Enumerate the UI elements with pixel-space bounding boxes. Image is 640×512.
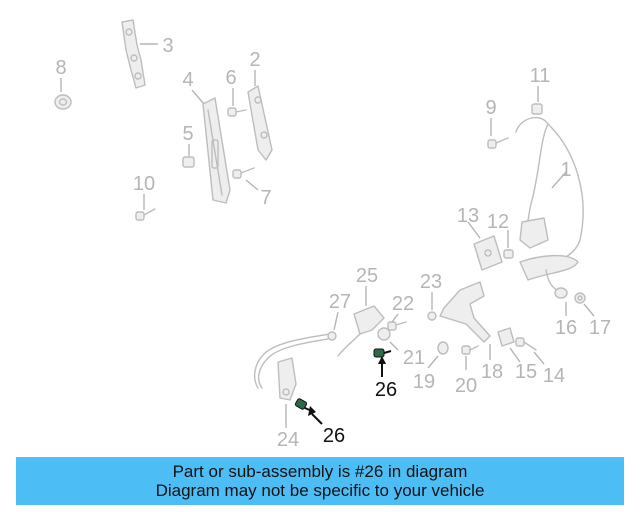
- callout-1: 1: [560, 159, 571, 181]
- banner-line-2: Diagram may not be specific to your vehi…: [155, 481, 485, 500]
- callout-9: 9: [485, 97, 496, 119]
- leader-22: [391, 313, 399, 323]
- leader-14: [533, 351, 545, 365]
- banner-line-1: Part or sub-assembly is #26 in diagram: [172, 462, 468, 481]
- part-26-bolt-upper: [373, 348, 392, 358]
- leader-4: [191, 89, 205, 105]
- callout-26b: 26: [323, 425, 345, 447]
- part-5-clip: [182, 156, 195, 168]
- arrow-26-upper: [378, 356, 386, 364]
- callout-17: 17: [589, 317, 611, 339]
- part-19-cap: [437, 341, 449, 355]
- callout-12: 12: [487, 211, 509, 233]
- part-4-trim-panel: [202, 97, 231, 204]
- leader-7: [245, 179, 259, 191]
- callout-27: 27: [329, 291, 351, 313]
- part-18-lower-anchor: [439, 281, 491, 343]
- part-6-bolt: [227, 107, 247, 117]
- leader-17: [583, 303, 595, 317]
- part-11-nut: [531, 103, 543, 115]
- info-banner: Part or sub-assembly is #26 in diagram D…: [16, 457, 624, 505]
- part-3-bracket: [121, 19, 146, 89]
- part-8-nut: [54, 94, 72, 110]
- callout-23: 23: [420, 271, 442, 293]
- callout-16: 16: [555, 317, 577, 339]
- part-2-anchor-rail: [247, 85, 273, 161]
- callout-26a: 26: [375, 379, 397, 401]
- callout-24: 24: [277, 429, 299, 451]
- callout-13: 13: [457, 205, 479, 227]
- callout-8: 8: [55, 57, 66, 79]
- part-1-retractor-belt: [515, 116, 584, 293]
- part-10-bolt: [135, 208, 156, 221]
- leader-21: [389, 341, 399, 351]
- callout-3: 3: [162, 35, 173, 57]
- part-14-bolt: [515, 337, 537, 351]
- callout-15: 15: [515, 361, 537, 383]
- callout-22: 22: [392, 293, 414, 315]
- leader-1: [551, 171, 567, 189]
- part-9-bolt: [487, 137, 509, 149]
- leader-19: [427, 355, 439, 369]
- part-13-plate: [473, 235, 503, 271]
- leader-27: [333, 311, 339, 331]
- part-27-cable: [253, 331, 337, 389]
- part-23-clip: [427, 311, 437, 321]
- leader-15: [509, 347, 521, 363]
- callout-5: 5: [182, 123, 193, 145]
- part-12-bolt: [503, 249, 514, 259]
- part-16-spacer: [554, 287, 568, 299]
- callout-21: 21: [403, 347, 425, 369]
- part-15-cap: [497, 327, 515, 347]
- part-21-spacer: [377, 327, 391, 341]
- part-7-bolt: [232, 167, 255, 179]
- callout-2: 2: [249, 49, 260, 71]
- leader-13: [467, 221, 481, 239]
- arrow-26-lower: [308, 406, 316, 416]
- part-25-buckle: [337, 305, 385, 357]
- callout-7: 7: [260, 187, 271, 209]
- callout-25: 25: [356, 265, 378, 287]
- part-22-bolt: [387, 321, 407, 331]
- callout-11: 11: [530, 65, 551, 87]
- callout-18: 18: [481, 361, 503, 383]
- callout-6: 6: [225, 67, 236, 89]
- leader-26-lower: [311, 413, 323, 425]
- part-17-washer: [574, 292, 586, 304]
- callout-19: 19: [413, 371, 435, 393]
- callout-20: 20: [455, 375, 477, 397]
- callout-10: 10: [133, 173, 155, 195]
- callout-4: 4: [182, 69, 193, 91]
- part-20-bolt: [461, 345, 479, 355]
- part-24-bracket: [277, 357, 297, 401]
- callout-14: 14: [543, 365, 565, 387]
